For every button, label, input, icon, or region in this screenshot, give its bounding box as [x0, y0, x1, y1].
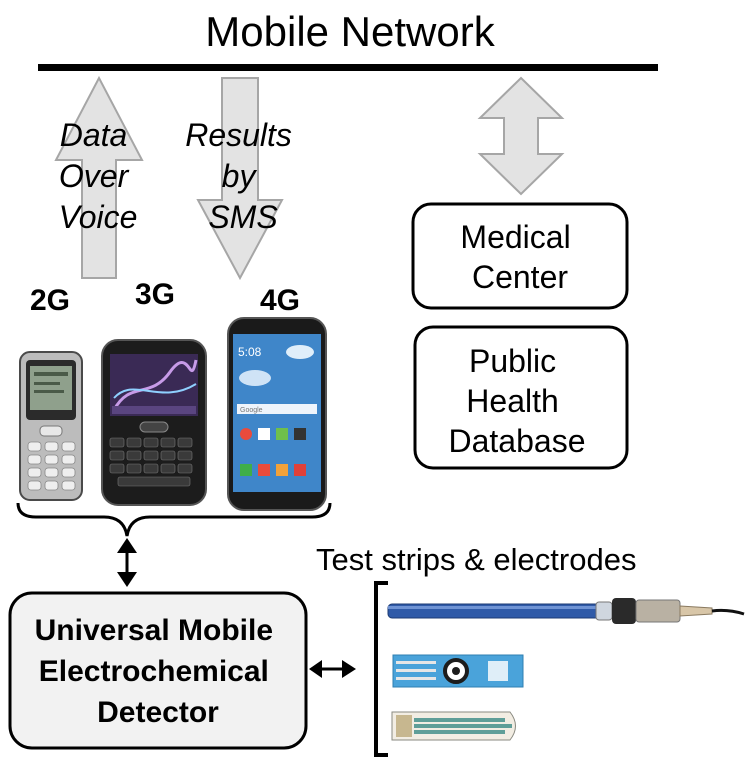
detector-label-line: Universal Mobile	[35, 614, 273, 647]
detector-label: Universal Mobile Electrochemical Detecto…	[35, 614, 282, 729]
public-health-line: Public	[469, 343, 556, 379]
downlink-label: Results by SMS	[185, 117, 301, 235]
phone-2g-image	[19, 351, 83, 501]
downlink-label-line: SMS	[208, 199, 277, 235]
network-label: Mobile Network	[205, 8, 495, 55]
strips-label: Test strips & electrodes	[316, 542, 636, 577]
uplink-label-line: Data	[60, 117, 128, 153]
uplink-label-line: Voice	[59, 199, 138, 235]
phone-3g-image	[101, 339, 207, 506]
generation-label-2g: 2G	[30, 284, 70, 317]
medical-center-label: Medical Center	[460, 219, 579, 295]
strips-bracket	[374, 581, 388, 757]
bidirectional-arrow	[477, 76, 565, 196]
downlink-arrow	[196, 77, 284, 281]
public-health-label: Public Health Database	[449, 343, 586, 459]
network-line	[38, 64, 658, 71]
detector-strips-arrow	[309, 660, 356, 678]
public-health-line: Health	[466, 383, 559, 419]
generation-label-3g: 3G	[135, 278, 175, 311]
downlink-label-line: by	[222, 158, 258, 194]
uplink-arrow	[54, 75, 144, 279]
detector-label-line: Detector	[97, 696, 219, 729]
electrode-probe-image	[387, 598, 745, 624]
phone-4g-image: 5:08 Google	[227, 317, 327, 511]
generation-label-4g: 4G	[260, 284, 300, 317]
phones-brace	[16, 502, 332, 537]
uplink-label: Data Over Voice	[59, 117, 138, 235]
phone-4g-screen-time: 5:08	[238, 345, 262, 359]
phone-detector-arrow	[117, 538, 137, 587]
downlink-label-line: Results	[185, 117, 292, 153]
public-health-box	[413, 325, 629, 470]
green-test-strip-image	[391, 711, 516, 741]
medical-center-line: Medical	[460, 219, 570, 255]
blue-test-strip-image	[392, 654, 524, 688]
phone-4g-screen-app: Google	[240, 407, 263, 414]
detector-label-line: Electrochemical	[39, 655, 269, 688]
medical-center-box	[411, 202, 629, 310]
detector-box	[8, 591, 308, 750]
medical-center-line: Center	[472, 259, 568, 295]
uplink-label-line: Over	[59, 158, 130, 194]
public-health-line: Database	[449, 423, 586, 459]
